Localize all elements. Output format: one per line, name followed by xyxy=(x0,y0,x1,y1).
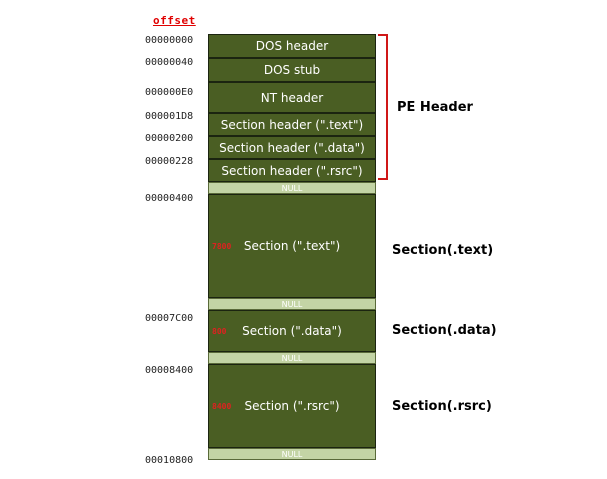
section-rsrc-label: Section (".rsrc") xyxy=(244,399,340,413)
section-data-label: Section (".data") xyxy=(242,324,342,338)
section-text-label: Section (".text") xyxy=(243,239,341,253)
null-label-1: NULL xyxy=(281,183,303,193)
offset-00000228: 00000228 xyxy=(145,156,194,167)
nt-header-block: NT header xyxy=(208,82,376,113)
offset-000000E0: 000000E0 xyxy=(145,87,194,98)
section-text-side-label: Section(.text) xyxy=(392,243,494,258)
offset-00008400: 00008400 xyxy=(145,365,194,376)
null-block-2: NULL xyxy=(208,298,376,310)
section-header-rsrc-block: Section header (".rsrc") xyxy=(208,159,376,182)
null-label-4: NULL xyxy=(281,449,303,459)
section-header-rsrc-label: Section header (".rsrc") xyxy=(221,163,363,178)
null-label-3: NULL xyxy=(281,353,303,363)
offset-00007C00: 00007C00 xyxy=(145,313,194,324)
section-rsrc-side-label: Section(.rsrc) xyxy=(392,399,492,414)
section-header-text-block: Section header (".text") xyxy=(208,113,376,136)
section-data-side-label: Section(.data) xyxy=(392,323,497,338)
offset-000001D8: 000001D8 xyxy=(145,111,194,122)
section-text-block: 7800 Section (".text") xyxy=(208,194,376,298)
offset-00000040: 00000040 xyxy=(145,57,194,68)
null-block-1: NULL xyxy=(208,182,376,194)
dos-stub-label: DOS stub xyxy=(263,63,321,77)
null-label-2: NULL xyxy=(281,299,303,309)
pe-header-label: PE Header xyxy=(397,100,473,115)
offset-00000200: 00000200 xyxy=(145,133,194,144)
offset-00010800: 00010800 xyxy=(145,455,194,466)
null-block-4: NULL xyxy=(208,448,376,460)
section-rsrc-block: 8400 Section (".rsrc") xyxy=(208,364,376,448)
dos-header-label: DOS header xyxy=(255,39,329,53)
nt-header-label: NT header xyxy=(260,90,324,105)
null-block-3: NULL xyxy=(208,352,376,364)
section-header-data-block: Section header (".data") xyxy=(208,136,376,159)
dos-header-block: DOS header xyxy=(208,34,376,58)
section-rsrc-size: 8400 xyxy=(212,402,232,411)
section-data-size: 800 xyxy=(212,327,227,336)
section-data-block: 800 Section (".data") xyxy=(208,310,376,352)
section-header-data-label: Section header (".data") xyxy=(219,140,365,155)
pe-header-bracket xyxy=(378,34,388,180)
dos-stub-block: DOS stub xyxy=(208,58,376,82)
offset-00000000: 00000000 xyxy=(145,35,194,46)
section-header-text-label: Section header (".text") xyxy=(220,117,364,132)
offset-00000400: 00000400 xyxy=(145,193,194,204)
offset-column-title: offset xyxy=(153,14,196,27)
section-text-size: 7800 xyxy=(212,242,232,251)
